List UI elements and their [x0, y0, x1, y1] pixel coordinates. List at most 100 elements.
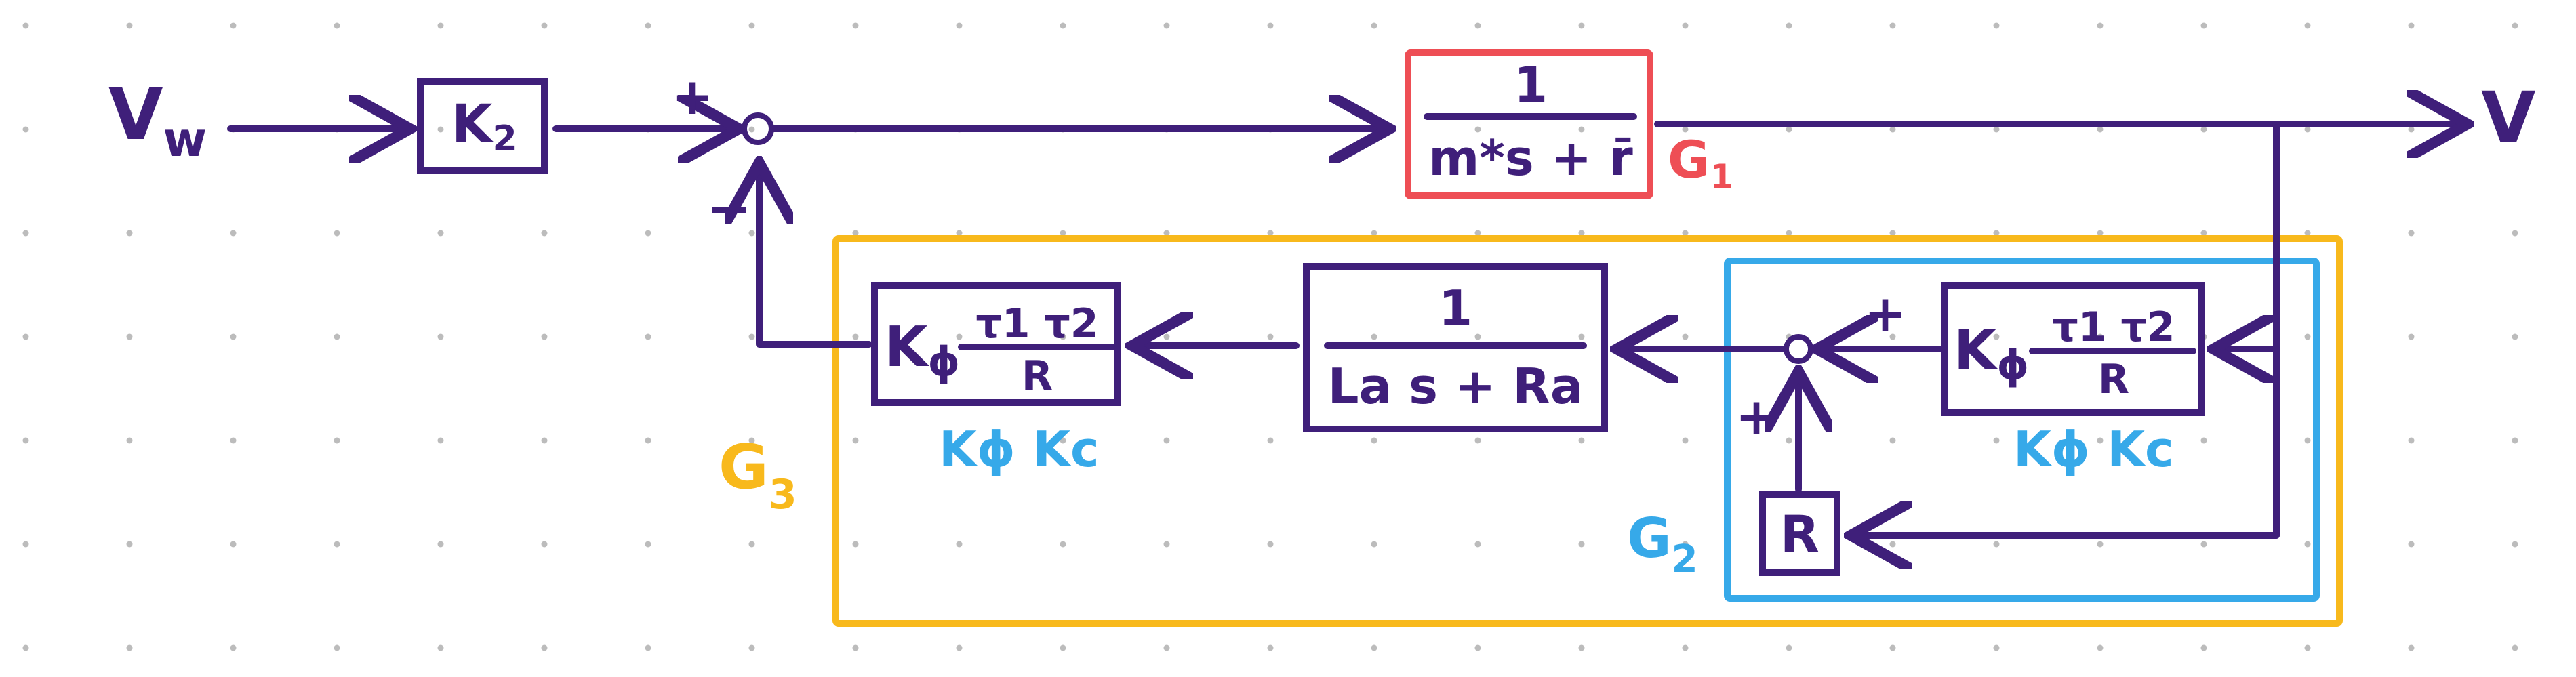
grid-dot	[1267, 333, 1274, 340]
grid-dot	[437, 333, 444, 340]
g1-numerator: 1	[1514, 56, 1548, 113]
grid-dot	[1786, 230, 1792, 237]
grid-dot	[1267, 230, 1274, 237]
kphi-kc-left-annotation: Kϕ Kc	[939, 421, 1100, 478]
grid-dot	[2200, 437, 2207, 444]
grid-dot	[748, 541, 755, 548]
grid-dot	[1060, 230, 1066, 237]
kphi-left-numerator: τ1 τ2	[976, 300, 1099, 348]
grid-dot	[22, 22, 29, 29]
la-ra-numerator: 1	[1438, 280, 1472, 337]
grid-dot	[126, 541, 133, 548]
grid-dot	[852, 230, 859, 237]
grid-dot	[645, 437, 651, 444]
grid-dot	[1371, 230, 1377, 237]
grid-dot	[230, 437, 237, 444]
grid-dot	[1786, 126, 1792, 133]
grid-dot	[1682, 333, 1689, 340]
grid-dot	[126, 230, 133, 237]
grid-dot	[2304, 437, 2311, 444]
dot-grid-background	[22, 22, 2518, 651]
grid-dot	[1993, 22, 2000, 29]
grid-dot	[22, 644, 29, 651]
grid-dot	[230, 333, 237, 340]
kphi-right-numerator: τ1 τ2	[2053, 304, 2175, 351]
grid-dot	[1060, 22, 1066, 29]
kphi-right-k: Kϕ	[1954, 319, 2029, 389]
grid-dot	[2097, 437, 2104, 444]
grid-dot	[437, 437, 444, 444]
summing-junction-2	[1784, 334, 1813, 364]
grid-dot	[1474, 230, 1481, 237]
grid-dot	[748, 644, 755, 651]
grid-dot	[1371, 644, 1377, 651]
grid-dot	[645, 230, 651, 237]
grid-dot	[1474, 541, 1481, 548]
grid-dot	[1889, 22, 1896, 29]
grid-dot	[2200, 541, 2207, 548]
grid-dot	[1993, 333, 2000, 340]
grid-dot	[2512, 22, 2518, 29]
grid-dot	[126, 644, 133, 651]
g2-label: G2	[1627, 507, 1698, 581]
grid-dot	[334, 22, 340, 29]
g2-group-box	[1724, 258, 2320, 602]
grid-dot	[1578, 126, 1585, 133]
k2-label: K2	[451, 94, 517, 159]
grid-dot	[1786, 644, 1792, 651]
grid-dot	[1163, 644, 1170, 651]
la-ra-block	[1303, 263, 1608, 432]
grid-dot	[1371, 22, 1377, 29]
kphi-left-k: Kϕ	[885, 315, 960, 386]
grid-dot	[1267, 22, 1274, 29]
grid-dot	[1682, 644, 1689, 651]
grid-dot	[2097, 644, 2104, 651]
grid-dot	[126, 437, 133, 444]
grid-dot	[2512, 541, 2518, 548]
grid-dot	[1474, 126, 1481, 133]
r-block	[1759, 491, 1840, 576]
input-signal-label: Vw	[108, 73, 207, 167]
grid-dot	[230, 22, 237, 29]
grid-dot	[334, 541, 340, 548]
grid-dot	[2097, 230, 2104, 237]
grid-dot	[541, 22, 548, 29]
grid-dot	[956, 644, 963, 651]
grid-dot	[334, 437, 340, 444]
grid-dot	[2097, 126, 2104, 133]
grid-dot	[437, 541, 444, 548]
grid-dot	[956, 230, 963, 237]
grid-dot	[956, 22, 963, 29]
grid-dot	[1474, 22, 1481, 29]
grid-dot	[1578, 541, 1585, 548]
grid-dot	[748, 22, 755, 29]
sum2-plus-top: +	[1864, 285, 1906, 343]
grid-dot	[1578, 22, 1585, 29]
grid-dot	[1682, 22, 1689, 29]
grid-dot	[1578, 230, 1585, 237]
grid-dot	[1474, 333, 1481, 340]
grid-dot	[2097, 333, 2104, 340]
grid-dot	[748, 230, 755, 237]
grid-dot	[22, 437, 29, 444]
grid-dot	[748, 333, 755, 340]
output-signal-label: V	[2481, 77, 2536, 159]
grid-dot	[645, 644, 651, 651]
grid-dot	[1474, 437, 1481, 444]
grid-dot	[541, 541, 548, 548]
g1-group-box	[1405, 49, 1653, 199]
grid-dot	[645, 22, 651, 29]
grid-dot	[126, 126, 133, 133]
grid-dot	[334, 333, 340, 340]
grid-dot	[852, 437, 859, 444]
grid-dot	[852, 644, 859, 651]
k2-block	[417, 78, 548, 174]
grid-dot	[2512, 230, 2518, 237]
grid-dot	[230, 644, 237, 651]
g1-label: G1	[1668, 129, 1733, 197]
grid-dot	[645, 333, 651, 340]
grid-dot	[2200, 22, 2207, 29]
grid-dot	[1578, 333, 1585, 340]
grid-dot	[956, 541, 963, 548]
